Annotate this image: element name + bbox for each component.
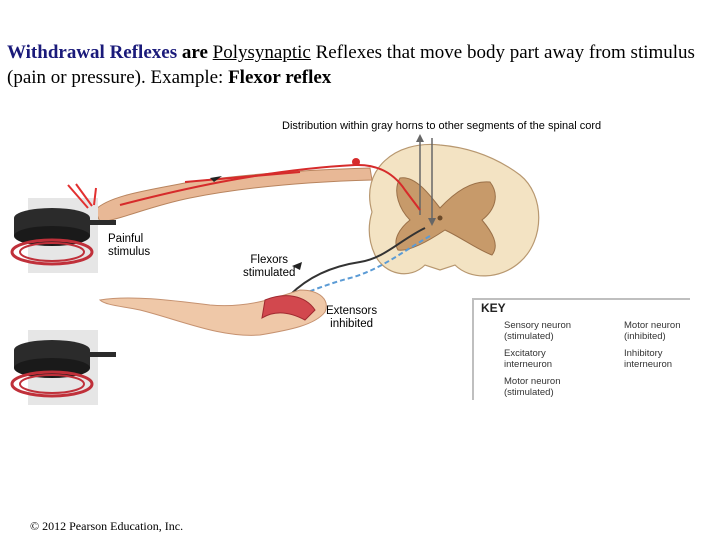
top-pan [10, 198, 116, 273]
title-body: Reflexes that move body part away from s… [7, 42, 695, 88]
title-withdrawal: Withdrawal Reflexes [7, 42, 178, 63]
motor-neuron-stimulated-path [289, 227, 426, 296]
key-item-sensory-line-2: (stimulated) [504, 331, 554, 342]
painful-stimulus-label: Painful stimulus [108, 233, 150, 259]
bottom-pan [10, 330, 116, 405]
spinal-cord-section [368, 143, 540, 277]
key-title: KEY [481, 301, 506, 315]
key-item-sensory: Sensory neuron (stimulated) [504, 320, 571, 342]
key-item-motor-inhibited-line-2: (inhibited) [624, 331, 666, 342]
key-item-motor-inhibited: Motor neuron (inhibited) [624, 320, 681, 342]
painful-stimulus-line-2: stimulus [108, 246, 151, 258]
sensory-neuron-path [119, 163, 421, 211]
key-item-motor-inhibited-line-1: Motor neuron [624, 320, 681, 331]
key-item-motor-stimulated-line-1: Motor neuron [504, 376, 561, 387]
key-item-inhibitory: Inhibitory interneuron [624, 348, 672, 370]
key-item-inhibitory-line-1: Inhibitory [624, 348, 663, 359]
key-item-excitatory: Excitatory interneuron [504, 348, 552, 370]
title-flexor-reflex: Flexor reflex [228, 67, 332, 88]
flexor-muscle [261, 295, 316, 321]
extensors-line-1: Extensors [326, 305, 378, 317]
extensors-label: Extensors inhibited [326, 305, 377, 331]
copyright-notice: © 2012 Pearson Education, Inc. [30, 519, 184, 533]
top-arm [94, 167, 373, 223]
distribution-arrows [416, 134, 436, 226]
central-canal [437, 215, 443, 221]
key-item-motor-stimulated: Motor neuron (stimulated) [504, 376, 561, 398]
slide-title: Withdrawal Reflexes are Polysynaptic Ref… [7, 40, 707, 90]
extensors-line-2: inhibited [330, 318, 373, 330]
key-item-sensory-line-1: Sensory neuron [504, 320, 572, 331]
key-legend: KEY Sensory neuron (stimulated) Motor ne… [472, 298, 690, 400]
motor-neuron-inhibited-path [284, 235, 431, 301]
gray-matter [395, 177, 496, 256]
flexors-line-2: stimulated [243, 267, 296, 279]
afferent-arrow-icon [210, 176, 222, 182]
painful-stimulus-line-1: Painful [108, 233, 144, 245]
key-item-inhibitory-line-2: interneuron [624, 359, 673, 370]
key-item-motor-stimulated-line-2: (stimulated) [504, 387, 554, 398]
pain-burst-icon [67, 183, 97, 209]
distribution-label: Distribution within gray horns to other … [282, 120, 602, 132]
efferent-arrow-icon [292, 262, 302, 270]
key-item-excitatory-line-1: Excitatory [504, 348, 546, 359]
dorsal-root-ganglion [352, 158, 360, 166]
title-are: are [177, 42, 213, 63]
title-polysynaptic: Polysynaptic [212, 42, 311, 63]
bottom-arm [98, 289, 327, 336]
flexors-line-1: Flexors [250, 254, 289, 266]
key-item-excitatory-line-2: interneuron [504, 359, 553, 370]
flexors-label: Flexors stimulated [243, 254, 295, 280]
